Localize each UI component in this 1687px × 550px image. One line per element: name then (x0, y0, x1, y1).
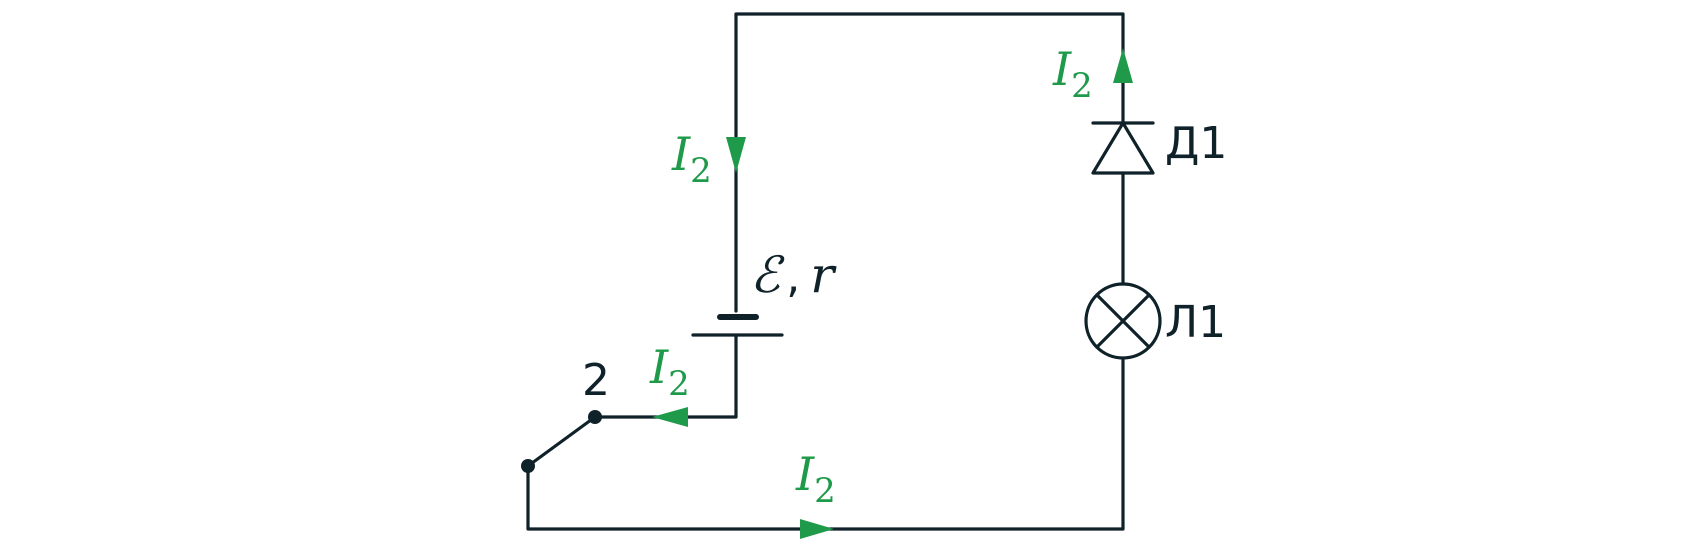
switch-contact-label: 2 (582, 355, 610, 406)
lamp-icon (1084, 282, 1162, 360)
lamp-label: Л1 (1165, 297, 1226, 348)
diode-icon (1091, 121, 1155, 175)
current-label: I2 (671, 127, 712, 191)
current-labels: I2 I2 I2 I2 (649, 42, 1093, 511)
current-arrows (652, 48, 1133, 539)
wire-battery-switch (593, 333, 738, 419)
diode-label: Д1 (1165, 118, 1227, 169)
current-arrow-icon (652, 407, 688, 427)
battery-icon (691, 314, 784, 337)
current-arrow-icon (1113, 48, 1133, 83)
current-label: I2 (795, 447, 836, 511)
switch-pivot (521, 459, 535, 473)
current-arrow-icon (800, 519, 834, 539)
current-arrow-icon (726, 137, 746, 173)
source-label: ℰ,r (750, 246, 837, 304)
current-label: I2 (649, 340, 690, 404)
switch-contact-2[interactable] (588, 410, 602, 424)
current-label: I2 (1052, 42, 1093, 106)
switch-icon[interactable] (521, 410, 602, 473)
